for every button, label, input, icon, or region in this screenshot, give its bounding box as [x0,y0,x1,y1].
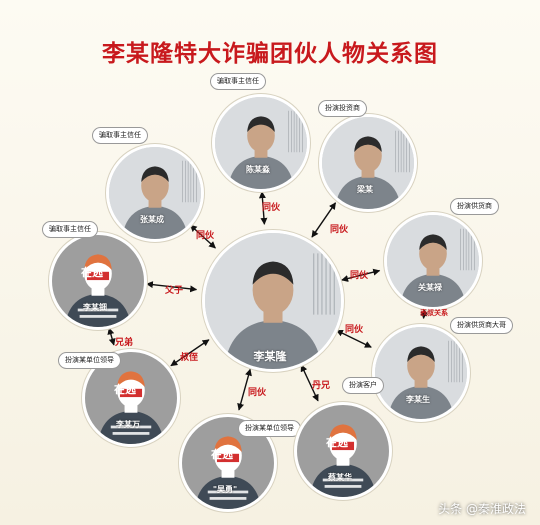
person-photo [319,114,417,212]
role-bubble: 骗取事主信任 [92,127,148,144]
relation-label-chen: 同伙 [262,203,281,213]
person-name: "吴勇" [212,485,238,494]
role-bubble: 骗取事主信任 [42,221,98,238]
relation-label-li-nian: 父子 [165,286,184,296]
relation-label-li-sheng: 同伙 [345,325,364,335]
relation-label-liang: 同伙 [330,225,349,235]
relation-arrow-cai [300,364,319,402]
role-bubble: 扮演某单位领导 [58,352,121,369]
relation-label-li-nian-li-wan: 兄弟 [115,338,134,348]
person-name: 李某隆 [253,350,287,363]
role-bubble: 扮演某单位领导 [238,420,301,437]
person-name: 李某万 [116,420,140,429]
person-name: 陈某淼 [246,165,270,174]
relation-label-zhang: 同伙 [196,231,215,241]
fugitive-badge: 在逃 [326,436,348,449]
diagram-title: 李某隆特大诈骗团伙人物关系图 [102,41,438,67]
person-photo [49,232,147,330]
watermark: 头条 @秦淮政法 [438,502,526,516]
relation-arrow-li-sheng [335,329,372,348]
relation-label-li-wan: 叔侄 [180,353,199,363]
role-bubble: 扮演客户 [342,377,384,394]
role-bubble: 扮演供货商 [450,198,499,215]
role-bubble: 骗取事主信任 [210,73,266,90]
role-bubble: 扮演投资商 [318,100,367,117]
person-name: 蔡某华 [328,473,352,482]
relation-arrow-guan [341,268,381,282]
person-name: 关某禄 [418,283,442,292]
relation-arrow-guan-li-sheng [420,309,428,319]
relation-arrow-chen [258,191,268,225]
person-photo [212,94,310,192]
person-photo [106,144,204,242]
person-photo [372,324,470,422]
relation-label-guan-li-sheng: 表叔关系 [420,309,448,317]
relation-arrow-li-wan [170,339,210,367]
fugitive-badge: 在逃 [211,448,233,461]
fugitive-badge: 在逃 [81,266,103,279]
person-photo [202,230,344,372]
role-bubble: 扮演供货商大哥 [450,317,513,334]
relation-arrow-xiao [237,368,252,411]
relation-arrow-li-nian [145,281,198,293]
person-name: 李某钿 [83,303,107,312]
fugitive-badge: 在逃 [114,383,136,396]
person-photo [294,402,392,500]
person-name: 李某生 [406,395,430,404]
person-name: 梁某 [357,185,373,194]
relation-label-cai: 丹兄 [312,381,331,391]
person-photo [384,212,482,310]
relation-arrow-li-nian-li-wan [107,327,116,346]
relation-label-xiao: 同伙 [248,388,267,398]
person-name: 张某成 [140,215,164,224]
relation-label-guan: 同伙 [350,271,369,281]
